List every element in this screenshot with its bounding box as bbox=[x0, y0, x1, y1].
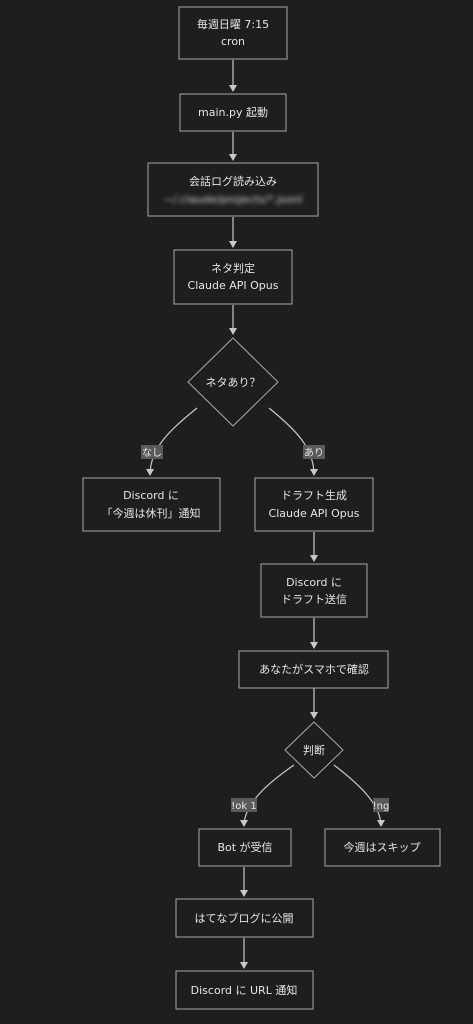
node-log-path-blurred: ~/.claude/projects/*.jsonl bbox=[164, 193, 303, 206]
node-decision-label: ネタあり？ bbox=[206, 376, 261, 389]
edge-labels: なし あり !ok 1 !ng bbox=[141, 445, 389, 812]
node-notify-off-line2: 「今週は休刊」通知 bbox=[102, 506, 201, 520]
node-bot-line1: Bot が受信 bbox=[217, 840, 272, 854]
node-notify-off-line1: Discord に bbox=[123, 489, 179, 502]
edge-decision-draft bbox=[268, 407, 318, 476]
node-publish-line1: はてなブログに公開 bbox=[195, 911, 294, 925]
node-log: 会話ログ読み込み ~/.claude/projects/*.jsonl bbox=[147, 162, 319, 217]
node-url: Discord に URL 通知 bbox=[175, 970, 314, 1010]
node-draft-line1: ドラフト生成 bbox=[281, 488, 347, 502]
node-skip: 今週はスキップ bbox=[324, 828, 441, 867]
edge-decision-notify bbox=[146, 407, 198, 476]
edge-label-ok: !ok 1 bbox=[231, 801, 256, 812]
node-judge-line2: Claude API Opus bbox=[188, 279, 279, 292]
node-send-line1: Discord に bbox=[286, 576, 342, 589]
node-send-line2: ドラフト送信 bbox=[281, 592, 347, 606]
edge-judge2-bot bbox=[240, 764, 295, 827]
edge-label-yes: あり bbox=[304, 447, 324, 459]
node-notify-off: Discord に 「今週は休刊」通知 bbox=[82, 477, 221, 532]
node-publish: はてなブログに公開 bbox=[175, 898, 314, 938]
edges bbox=[146, 60, 385, 969]
node-judge: ネタ判定 Claude API Opus bbox=[173, 249, 293, 305]
node-bot: Bot が受信 bbox=[198, 828, 292, 867]
node-draft: ドラフト生成 Claude API Opus bbox=[254, 477, 374, 532]
node-judge2: 判断 bbox=[284, 721, 344, 779]
node-skip-line1: 今週はスキップ bbox=[344, 840, 421, 854]
node-cron: 毎週日曜 7:15 cron bbox=[178, 6, 288, 60]
node-main: main.py 起動 bbox=[179, 93, 287, 132]
node-send: Discord に ドラフト送信 bbox=[260, 563, 368, 618]
node-decision: ネタあり？ bbox=[187, 337, 279, 427]
node-draft-line2: Claude API Opus bbox=[269, 507, 360, 520]
node-cron-line1: 毎週日曜 7:15 bbox=[197, 18, 269, 31]
edge-judge2-skip bbox=[333, 764, 385, 827]
node-main-line1: main.py 起動 bbox=[198, 105, 268, 119]
node-url-line1: Discord に URL 通知 bbox=[191, 983, 298, 997]
edge-label-ng: !ng bbox=[373, 801, 390, 812]
node-judge2-label: 判断 bbox=[303, 743, 325, 757]
node-confirm-line1: あなたがスマホで確認 bbox=[259, 662, 369, 676]
node-cron-line2: cron bbox=[221, 35, 245, 48]
node-judge-line1: ネタ判定 bbox=[211, 261, 255, 275]
edge-label-none: なし bbox=[142, 447, 162, 459]
node-log-line1: 会話ログ読み込み bbox=[189, 174, 277, 188]
node-confirm: あなたがスマホで確認 bbox=[238, 650, 389, 689]
